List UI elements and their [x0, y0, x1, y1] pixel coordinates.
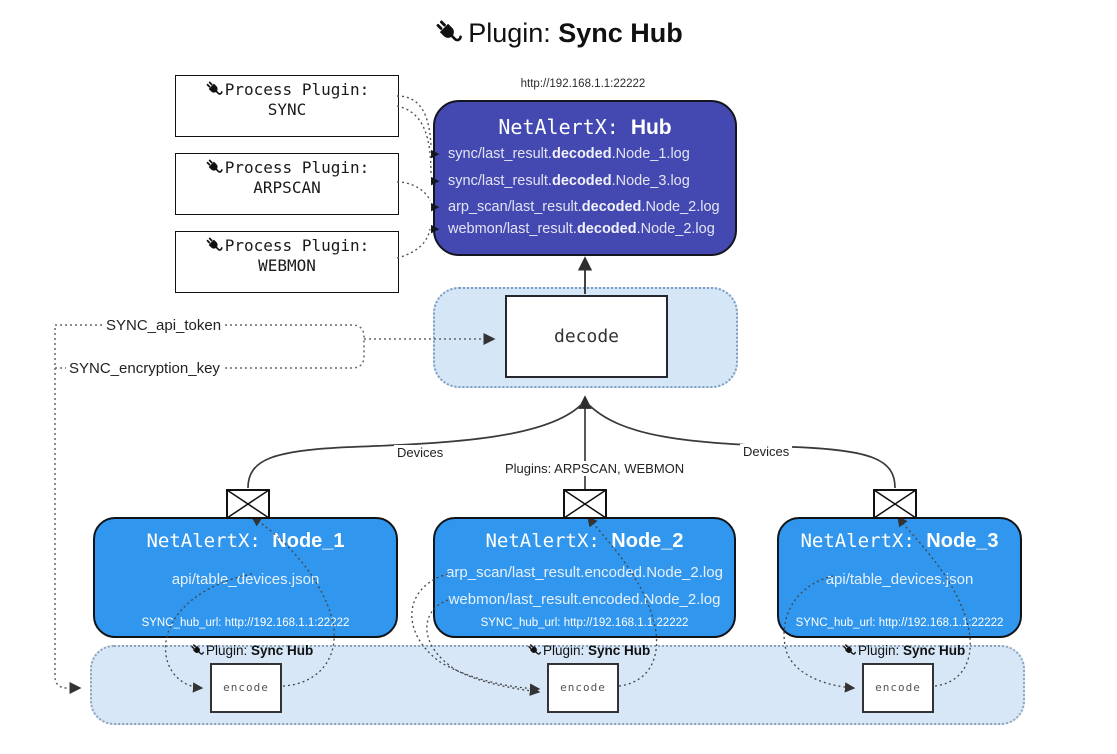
edge-label-plugins: Plugins: ARPSCAN, WEBMON	[502, 461, 688, 476]
process-plugin-sync: Process Plugin: SYNC	[175, 75, 399, 137]
node-3-box: NetAlertX: Node_3 api/table_devices.json…	[777, 517, 1022, 638]
page-title: Plugin: Sync Hub	[0, 18, 1117, 49]
hub-box: NetAlertX: Hub ▶sync/last_result.decoded…	[431, 100, 737, 256]
arrow-right-icon: ▶	[431, 201, 440, 213]
node-file: api/table_devices.json	[825, 571, 974, 588]
node-title: NetAlertX: Node_3	[800, 530, 999, 552]
hub-title-name: Hub	[630, 116, 672, 139]
hub-title: NetAlertX: Hub	[435, 115, 735, 140]
node-hub-url: SYNC_hub_url: http://192.168.1.1:22222	[141, 617, 350, 629]
arrow-right-icon: ▶	[431, 223, 440, 235]
page-title-name: Sync Hub	[558, 18, 683, 48]
node-title: NetAlertX: Node_1	[146, 530, 345, 552]
edge-label-devices-left: Devices	[394, 445, 447, 460]
decode-box: decode	[505, 295, 668, 378]
envelope-icon	[563, 489, 607, 519]
node-file: api/table_devices.json	[171, 571, 320, 588]
plug-icon	[434, 18, 464, 48]
hub-url-label: http://192.168.1.1:22222	[520, 78, 646, 90]
node-hub-url: SYNC_hub_url: http://192.168.1.1:22222	[795, 617, 1004, 629]
encoder-label: Plugin: Sync Hub	[190, 643, 313, 658]
encoder-label: Plugin: Sync Hub	[842, 643, 965, 658]
arrow-right-icon: ▶	[431, 175, 440, 187]
process-plugin-webmon: Process Plugin: WEBMON	[175, 231, 399, 293]
encode-box: encode	[210, 663, 282, 713]
node-file: webmon/last_result.encoded.Node_2.log	[448, 591, 721, 608]
plug-icon	[205, 80, 224, 99]
plug-icon	[205, 158, 224, 177]
encode-box: encode	[862, 663, 934, 713]
process-plugin-arpscan: Process Plugin: ARPSCAN	[175, 153, 399, 215]
process-plugin-name: WEBMON	[258, 256, 316, 275]
plug-icon	[205, 236, 224, 255]
process-plugin-name: SYNC	[267, 100, 307, 119]
process-plugin-label: Process Plugin:	[224, 80, 370, 99]
hub-log-line: ▶arp_scan/last_result.decoded.Node_2.log	[431, 199, 720, 215]
page-title-prefix: Plugin:	[468, 18, 559, 48]
plug-icon	[842, 643, 857, 658]
edge-label-devices-right: Devices	[740, 444, 793, 459]
process-plugin-name: ARPSCAN	[253, 178, 321, 197]
node-1-box: NetAlertX: Node_1 api/table_devices.json…	[93, 517, 398, 638]
process-plugin-label: Process Plugin:	[224, 158, 370, 177]
node-hub-url: SYNC_hub_url: http://192.168.1.1:22222	[480, 617, 689, 629]
sync-api-token-label: SYNC_api_token	[103, 317, 225, 334]
node-title: NetAlertX: Node_2	[485, 530, 684, 552]
plug-icon	[190, 643, 205, 658]
arrow-right-icon: ▶	[431, 148, 440, 160]
envelope-icon	[873, 489, 917, 519]
hub-log-line: ▶sync/last_result.decoded.Node_3.log	[431, 173, 690, 189]
encoder-label: Plugin: Sync Hub	[527, 643, 650, 658]
envelope-icon	[226, 489, 270, 519]
hub-log-line: ▶webmon/last_result.decoded.Node_2.log	[431, 221, 715, 237]
encode-box: encode	[547, 663, 619, 713]
process-plugin-label: Process Plugin:	[224, 236, 370, 255]
node-file: arp_scan/last_result.encoded.Node_2.log	[446, 564, 723, 581]
plug-icon	[527, 643, 542, 658]
node-2-box: NetAlertX: Node_2 arp_scan/last_result.e…	[433, 517, 736, 638]
hub-title-prefix: NetAlertX:	[498, 115, 631, 139]
sync-encryption-key-label: SYNC_encryption_key	[66, 360, 223, 377]
hub-log-line: ▶sync/last_result.decoded.Node_1.log	[431, 146, 690, 162]
